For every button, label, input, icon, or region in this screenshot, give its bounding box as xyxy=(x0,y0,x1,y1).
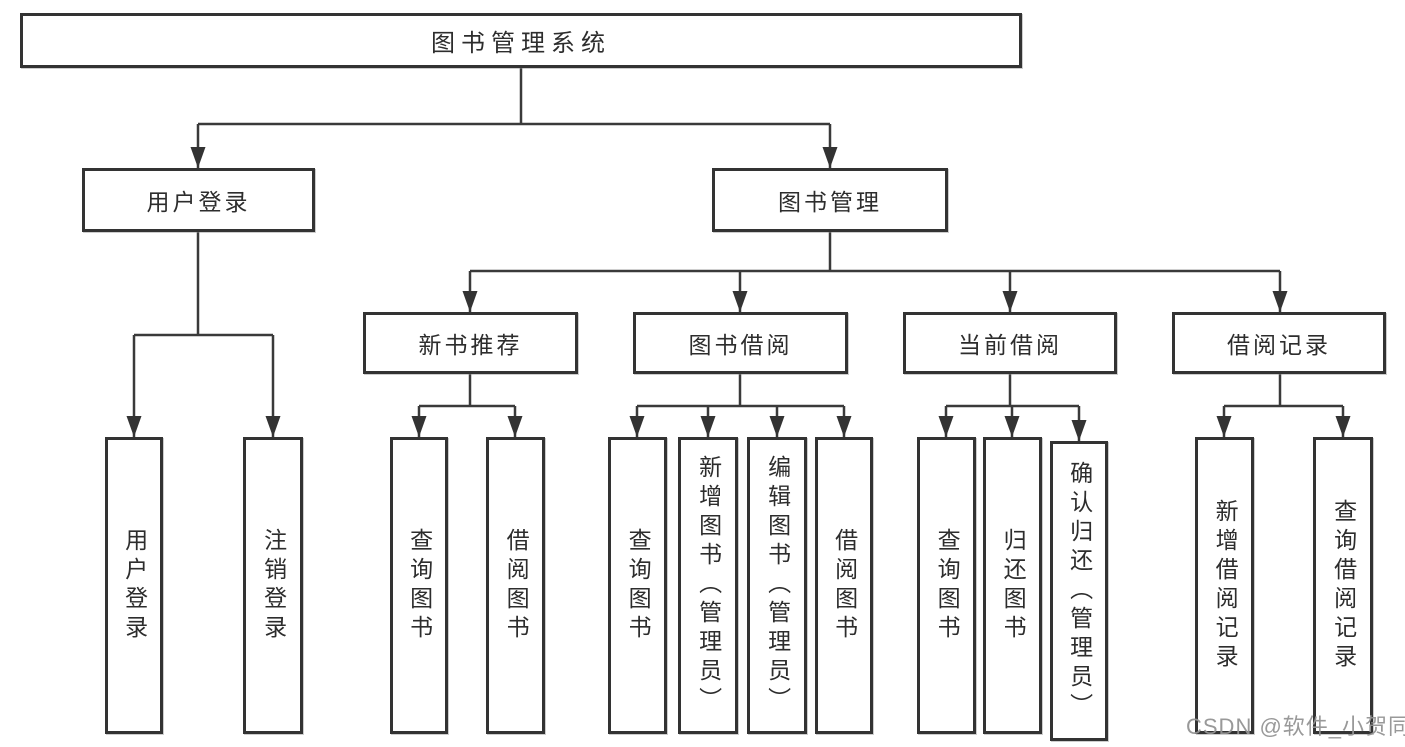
leaf-confirm-return-admin: 确认归还（管理员） xyxy=(1050,441,1108,741)
node-root-label: 图书管理系统 xyxy=(431,30,611,57)
leaf-borrow-books-borrow: 借阅图书 xyxy=(815,437,873,734)
node-root: 图书管理系统 xyxy=(20,13,1022,68)
node-current-borrowing: 当前借阅 xyxy=(903,312,1117,374)
connector-trunks xyxy=(134,68,1343,408)
leaf-return-books: 归还图书 xyxy=(983,437,1042,734)
leaf-add-books-admin: 新增图书（管理员） xyxy=(678,437,738,734)
node-borrowing-records: 借阅记录 xyxy=(1172,312,1386,374)
leaf-query-borrow-record-label: 查询借阅记录 xyxy=(1330,498,1357,673)
leaf-return-books-label: 归还图书 xyxy=(1000,527,1027,644)
leaf-query-books-current: 查询图书 xyxy=(917,437,976,734)
connector-arrows xyxy=(126,124,1351,442)
leaf-edit-books-admin: 编辑图书（管理员） xyxy=(747,437,807,734)
leaf-query-borrow-record: 查询借阅记录 xyxy=(1313,437,1373,734)
leaf-add-books-admin-label: 新增图书（管理员） xyxy=(695,455,722,716)
node-new-book-recommendation: 新书推荐 xyxy=(363,312,578,374)
csdn-watermark: CSDN @软件_小贺同学 xyxy=(1186,714,1405,739)
leaf-borrow-books-borrow-label: 借阅图书 xyxy=(831,527,858,644)
leaf-confirm-return-admin-label: 确认归还（管理员） xyxy=(1066,460,1093,722)
node-book-borrowing: 图书借阅 xyxy=(633,312,848,374)
leaf-edit-books-admin-label: 编辑图书（管理员） xyxy=(764,455,791,716)
leaf-query-books-recommend: 查询图书 xyxy=(390,437,448,734)
node-user-login: 用户登录 xyxy=(82,168,315,232)
leaf-borrow-books-recommend: 借阅图书 xyxy=(486,437,545,734)
node-book-management: 图书管理 xyxy=(712,168,948,232)
node-book-management-label: 图书管理 xyxy=(778,189,882,215)
leaf-logout: 注销登录 xyxy=(243,437,303,734)
leaf-logout-label: 注销登录 xyxy=(260,527,287,644)
leaf-user-login: 用户登录 xyxy=(105,437,163,734)
node-current-borrowing-label: 当前借阅 xyxy=(958,332,1062,358)
leaf-borrow-books-recommend-label: 借阅图书 xyxy=(503,527,530,644)
leaf-query-books-borrow-label: 查询图书 xyxy=(625,527,652,644)
leaf-add-borrow-record: 新增借阅记录 xyxy=(1195,437,1254,734)
node-borrowing-records-label: 借阅记录 xyxy=(1227,332,1331,358)
node-user-login-label: 用户登录 xyxy=(146,189,251,215)
node-new-book-recommendation-label: 新书推荐 xyxy=(418,332,523,358)
leaf-query-books-recommend-label: 查询图书 xyxy=(406,527,433,644)
node-book-borrowing-label: 图书借阅 xyxy=(688,332,793,358)
leaf-user-login-label: 用户登录 xyxy=(121,527,148,644)
leaf-add-borrow-record-label: 新增借阅记录 xyxy=(1212,498,1239,673)
leaf-query-books-borrow: 查询图书 xyxy=(608,437,667,734)
leaf-query-books-current-label: 查询图书 xyxy=(934,527,961,644)
